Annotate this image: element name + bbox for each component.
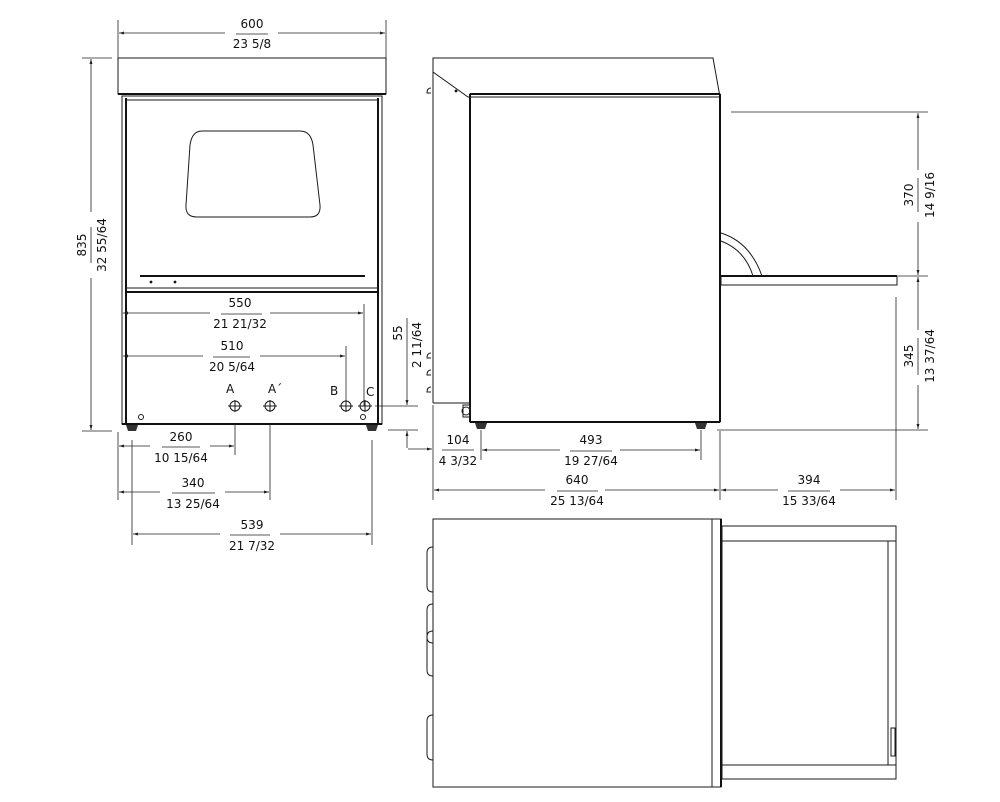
dim-upper-clearance-in: 14 9/16 — [923, 172, 937, 218]
dim-door-open-mm: 394 — [798, 473, 821, 487]
dim-upper-clearance-mm: 370 — [902, 184, 916, 207]
label-a: A — [226, 382, 235, 396]
connection-b — [339, 400, 353, 412]
dim-conn-a2-in: 13 25/64 — [166, 497, 220, 511]
dim-conn-a2-mm: 340 — [182, 476, 205, 490]
dim-feet-span-mm: 539 — [241, 518, 264, 532]
dim-width-mm: 600 — [241, 17, 264, 31]
dim-feet-span-in: 21 7/32 — [229, 539, 275, 553]
dim-door-height-mm: 345 — [902, 345, 916, 368]
dim-height-mm: 835 — [75, 234, 89, 257]
dim-conn-a-in: 10 15/64 — [154, 451, 208, 465]
dim-conn-a-mm: 260 — [170, 430, 193, 444]
label-b: B — [330, 384, 338, 398]
dim-door-open-in: 15 33/64 — [782, 494, 836, 508]
dim-pipe-span-in: 20 5/64 — [209, 360, 255, 374]
dim-inner-width-mm: 550 — [229, 296, 252, 310]
dim-door-height-in: 13 37/64 — [923, 329, 937, 383]
label-a2: A´ — [268, 382, 282, 396]
top-view — [426, 518, 897, 788]
label-c: C — [366, 385, 374, 399]
door-window — [185, 130, 321, 218]
dim-pipe-span-mm: 510 — [221, 339, 244, 353]
dim-depth-in: 25 13/64 — [550, 494, 604, 508]
side-view: 55 2 11/64 104 4 3/32 493 19 27/64 640 2… — [375, 57, 937, 508]
dim-conn-height-mm: 55 — [391, 325, 405, 340]
connection-a2 — [263, 400, 277, 412]
front-view: A A´ B C 600 23 5/8 835 32 55/64 550 21 … — [75, 17, 387, 553]
dim-side-feet-in: 19 27/64 — [564, 454, 618, 468]
dim-front-offset-in: 4 3/32 — [439, 454, 477, 468]
dim-depth-mm: 640 — [566, 473, 589, 487]
dim-width-in: 23 5/8 — [233, 37, 271, 51]
dim-height-in: 32 55/64 — [95, 218, 109, 272]
connection-c — [358, 400, 372, 412]
connection-a — [228, 400, 242, 412]
dim-inner-width-in: 21 21/32 — [213, 317, 267, 331]
dim-front-offset-mm: 104 — [447, 433, 470, 447]
dim-side-feet-mm: 493 — [580, 433, 603, 447]
dim-conn-height-in: 2 11/64 — [410, 322, 424, 368]
